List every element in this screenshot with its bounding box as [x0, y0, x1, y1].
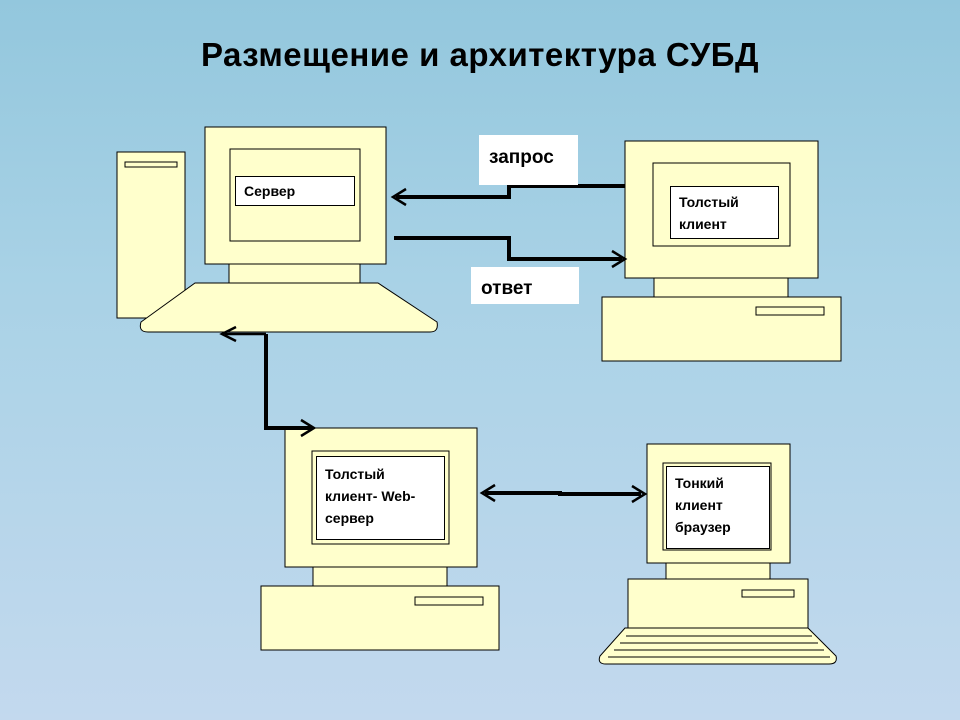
thin-client-keyboard: [598, 627, 837, 665]
web-server-desktop-unit: [260, 585, 500, 651]
server-webserver-connector: [219, 325, 317, 438]
thick-client-label: Толстый клиент: [670, 186, 779, 239]
request-label: запрос: [479, 135, 578, 185]
response-arrowhead: [611, 249, 628, 269]
webserver-side-arrowhead: [479, 483, 496, 503]
web-server-drive-slot: [414, 596, 484, 606]
server-monitor-stand: [228, 263, 361, 284]
request-connector: [390, 184, 625, 207]
server-computer: [116, 126, 438, 333]
request-arrowhead: [390, 187, 407, 207]
thinclient-side-arrowhead: [631, 484, 648, 504]
webserver-thinclient-connector: [479, 483, 648, 504]
thick-client-drive-slot: [755, 306, 825, 316]
thin-client-label: Тонкий клиент браузер: [666, 466, 770, 549]
webserver-link-arrowhead: [300, 418, 317, 438]
web-server-label: Толстый клиент- Web- сервер: [316, 456, 445, 540]
server-label: Сервер: [235, 176, 355, 206]
server-tower: [116, 151, 186, 319]
web-server-monitor-stand: [312, 566, 448, 587]
thin-client-keyboard-keys: [608, 635, 830, 658]
page-title: Размещение и архитектура СУБД: [200, 36, 760, 73]
thick-client-computer: [601, 140, 842, 362]
server-link-arrowhead: [219, 325, 237, 343]
response-label: ответ: [471, 267, 579, 304]
thin-client-monitor-stand: [665, 562, 771, 580]
server-tower-drive: [124, 161, 178, 168]
thick-client-monitor-stand: [653, 277, 789, 298]
thin-client-drive-slot: [741, 589, 795, 598]
response-connector: [394, 236, 628, 269]
server-keyboard: [139, 282, 438, 333]
thin-client-desktop-unit: [627, 578, 809, 629]
